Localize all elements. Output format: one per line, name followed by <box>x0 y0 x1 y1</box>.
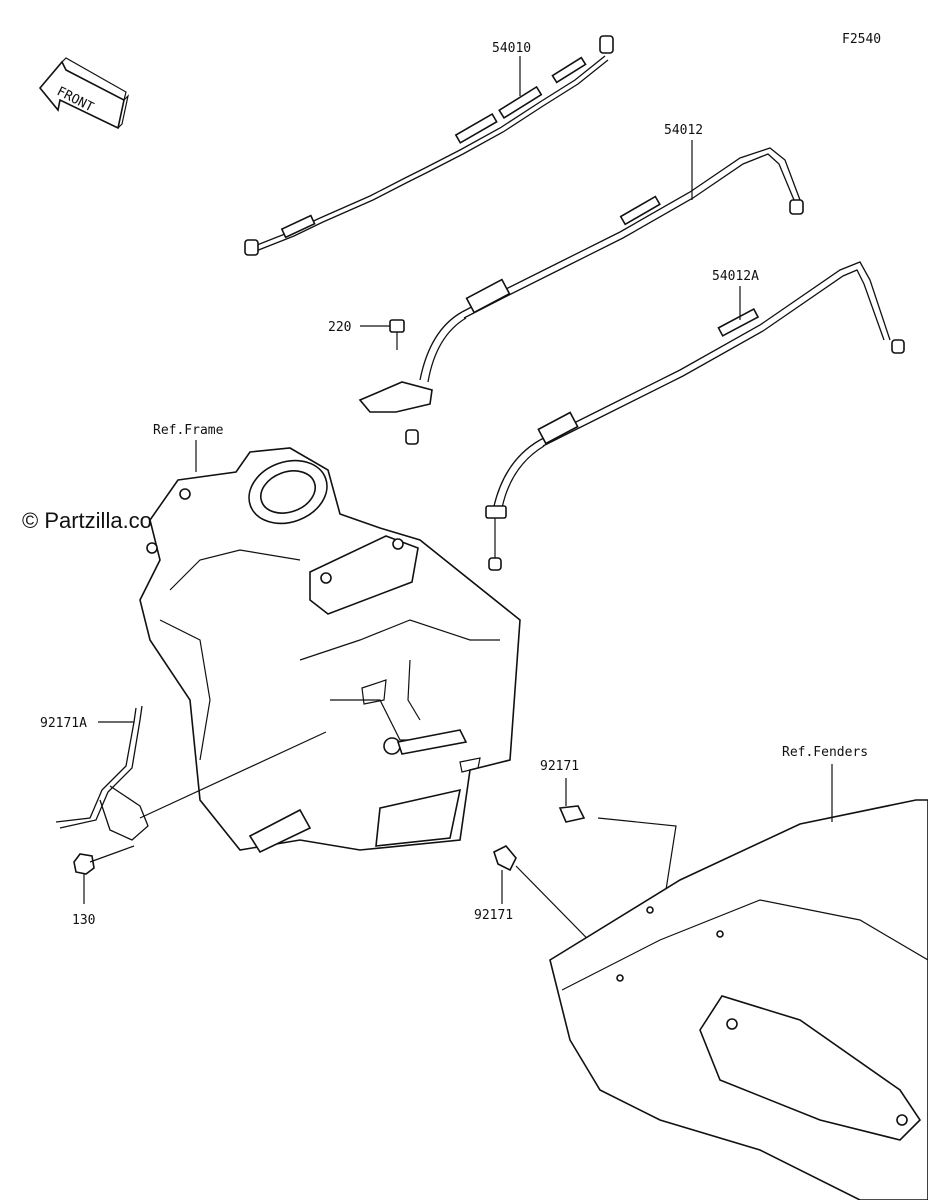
callout-92171-top: 92171 <box>540 759 579 774</box>
callout-92171-bottom: 92171 <box>474 908 513 923</box>
figure-code: F2540 <box>842 32 881 47</box>
callout-130: 130 <box>72 913 95 928</box>
callout-ref-frame: Ref.Frame <box>153 423 224 438</box>
bolt-130[interactable] <box>73 845 135 904</box>
callout-220: 220 <box>328 320 351 335</box>
callout-54010: 54010 <box>492 41 531 56</box>
callout-54012: 54012 <box>664 123 703 138</box>
callout-ref-fenders: Ref.Fenders <box>782 745 868 760</box>
front-arrow-icon: FRONT <box>38 57 130 130</box>
frame <box>139 447 521 854</box>
cable-54012[interactable] <box>358 140 804 445</box>
clamp-92171-bottom[interactable] <box>493 845 625 977</box>
cable-54012A[interactable] <box>485 261 905 571</box>
callout-54012A: 54012A <box>712 269 759 284</box>
callout-92171A: 92171A <box>40 716 87 731</box>
fender <box>549 764 928 1200</box>
cable-54010[interactable] <box>244 35 614 256</box>
bolt-220[interactable] <box>360 319 405 350</box>
watermark: © Partzilla.com <box>22 508 170 533</box>
clamp-92171A[interactable] <box>55 705 327 841</box>
